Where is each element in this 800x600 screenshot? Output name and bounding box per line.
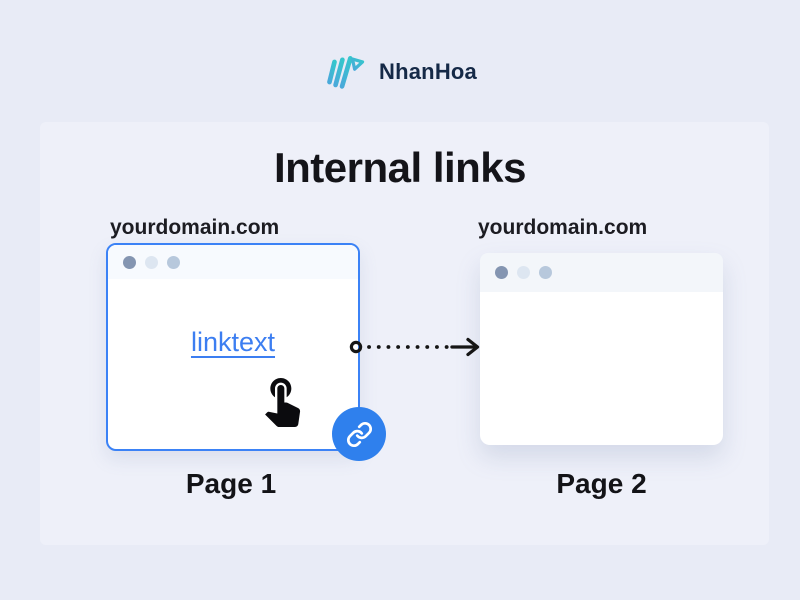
link-badge [332, 407, 386, 461]
brand-name: NhanHoa [379, 59, 477, 84]
page2-window-titlebar [480, 253, 723, 292]
window-control-dot [123, 255, 136, 269]
window-control-dot [167, 255, 180, 269]
dotted-arrow-icon [349, 337, 480, 357]
page1-caption: Page 1 [185, 468, 277, 499]
page2-caption: Page 2 [556, 468, 647, 499]
page2-domain-label: yourdomain.com [478, 216, 648, 239]
page1-window-titlebar [108, 245, 358, 279]
window-control-dot [495, 266, 508, 279]
tap-gesture-icon [265, 378, 301, 427]
brand-header: NhanHoa [0, 48, 800, 96]
window-control-dot [517, 266, 530, 279]
page1-browser-window: linktext [106, 243, 386, 461]
page-title: Internal links [273, 144, 527, 191]
window-control-dot [539, 266, 552, 279]
nhanhoa-w-logo-icon [327, 56, 365, 89]
chain-link-icon [346, 421, 372, 447]
window-control-dot [145, 255, 158, 269]
page2-browser-window [480, 253, 723, 445]
page1-domain-label: yourdomain.com [110, 216, 280, 239]
internal-link-text[interactable]: linktext [190, 327, 276, 357]
